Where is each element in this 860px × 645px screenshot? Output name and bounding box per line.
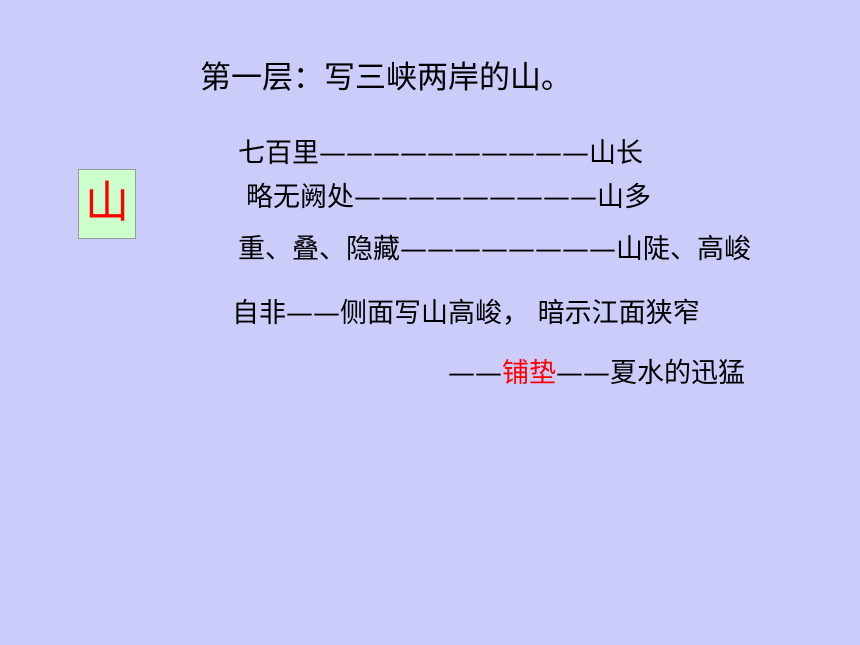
analysis-line-3: 重、叠、隐藏————————山陡、高峻 [238,234,751,265]
analysis-line-1: 七百里——————————山长 [238,138,643,169]
analysis-line-2: 略无阙处—————————山多 [246,182,651,213]
highlight-word: 铺垫 [502,358,556,389]
dash-suffix: ——夏水的迅猛 [556,358,745,389]
keyword-box: 山 [78,169,136,239]
analysis-line-5: ——铺垫——夏水的迅猛 [448,357,745,391]
analysis-line-4: 自非——侧面写山高峻， 暗示江面狭窄 [232,298,700,329]
slide-title: 第一层：写三峡两岸的山。 [200,60,572,96]
dash-prefix: —— [448,358,502,389]
